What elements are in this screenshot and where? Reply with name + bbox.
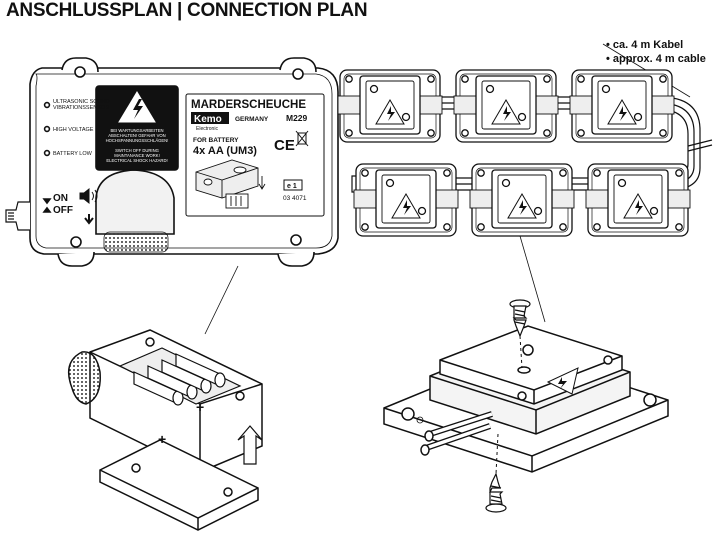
code-number: 03 4071 [283,195,307,202]
switch-on-label: ON [53,193,68,204]
contact-plate [469,163,575,237]
switch-off-label: OFF [53,205,73,216]
contact-plates-group [337,69,691,237]
sound-icon [79,187,98,205]
warning-de-line1: BEI WARTUNGSARBEITEN [110,128,163,133]
contact-plate [337,69,443,143]
cable-note-en: approx. 4 m cable [606,52,706,66]
warning-en-line1: SWITCH OFF DURING [115,148,159,153]
code-box [283,179,303,191]
speaker-grille [103,231,169,253]
led-high-voltage-indicator [43,125,51,133]
cable-note-de: ca. 4 m Kabel [606,38,706,52]
warning-en-line2: MAINTANANCE WORK! [114,153,160,158]
plate-mounting-illustration [383,299,669,513]
svg-text:+: + [158,431,166,447]
screw-guide-lines [495,335,523,475]
arrow-down-icon [84,214,94,225]
svg-text:+: + [196,399,204,415]
contact-plate [453,69,559,143]
warning-de-line2: ABSCHALTEN! GEFAHR VON [108,133,165,138]
arrow-up-icon [42,198,52,205]
led-battery-low-indicator [43,149,51,157]
battery-compartment-illustration: + + [67,329,263,531]
battery-label: FOR BATTERY [193,137,239,144]
country-label: GERMANY [235,116,269,123]
label-ultrasonic-line2: VIBRATIONSSENSOR [53,105,109,111]
warning-en-line3: ELECTRICAL SHOCK HAZARD! [106,158,167,163]
cable-length-note: ca. 4 m Kabel approx. 4 m cable [606,38,706,66]
battery-spec: 4x AA (UM3) [193,145,257,157]
marderscheuche-device [5,57,339,267]
contact-plate [585,163,691,237]
brand-logo [191,112,229,124]
battery-insertion-illustration [195,159,266,209]
power-switch-icon [5,201,30,231]
brand-subtitle: Electronic [196,126,218,132]
leader-lines [204,235,546,335]
model-number: M229 [286,113,308,123]
arrow-down-icon [42,206,52,213]
warning-de-line3: HOCHSPANNUNGSSCHLÄGEN! [106,138,169,143]
warning-panel [95,85,179,171]
weee-bin-icon [295,130,309,147]
ce-mark: CE [274,137,295,154]
contact-plate [353,163,459,237]
product-name: MARDERSCHEUCHE [191,99,306,111]
code-box-label: e 1 [287,183,297,190]
led-ultrasonic-indicator [43,101,51,109]
brand-name: Kemo [194,114,222,125]
page-title: ANSCHLUSSPLAN | CONNECTION PLAN [6,0,368,21]
contact-plate [569,69,675,143]
device-labels: ULTRASONIC SOUND VIBRATIONSSENSOR HIGH V… [53,99,308,216]
label-high-voltage: HIGH VOLTAGE [53,127,94,133]
insert-arrow-icon [237,425,263,465]
label-ultrasonic-line1: ULTRASONIC SOUND [53,99,109,105]
label-battery-low: BATTERY LOW [53,151,93,157]
